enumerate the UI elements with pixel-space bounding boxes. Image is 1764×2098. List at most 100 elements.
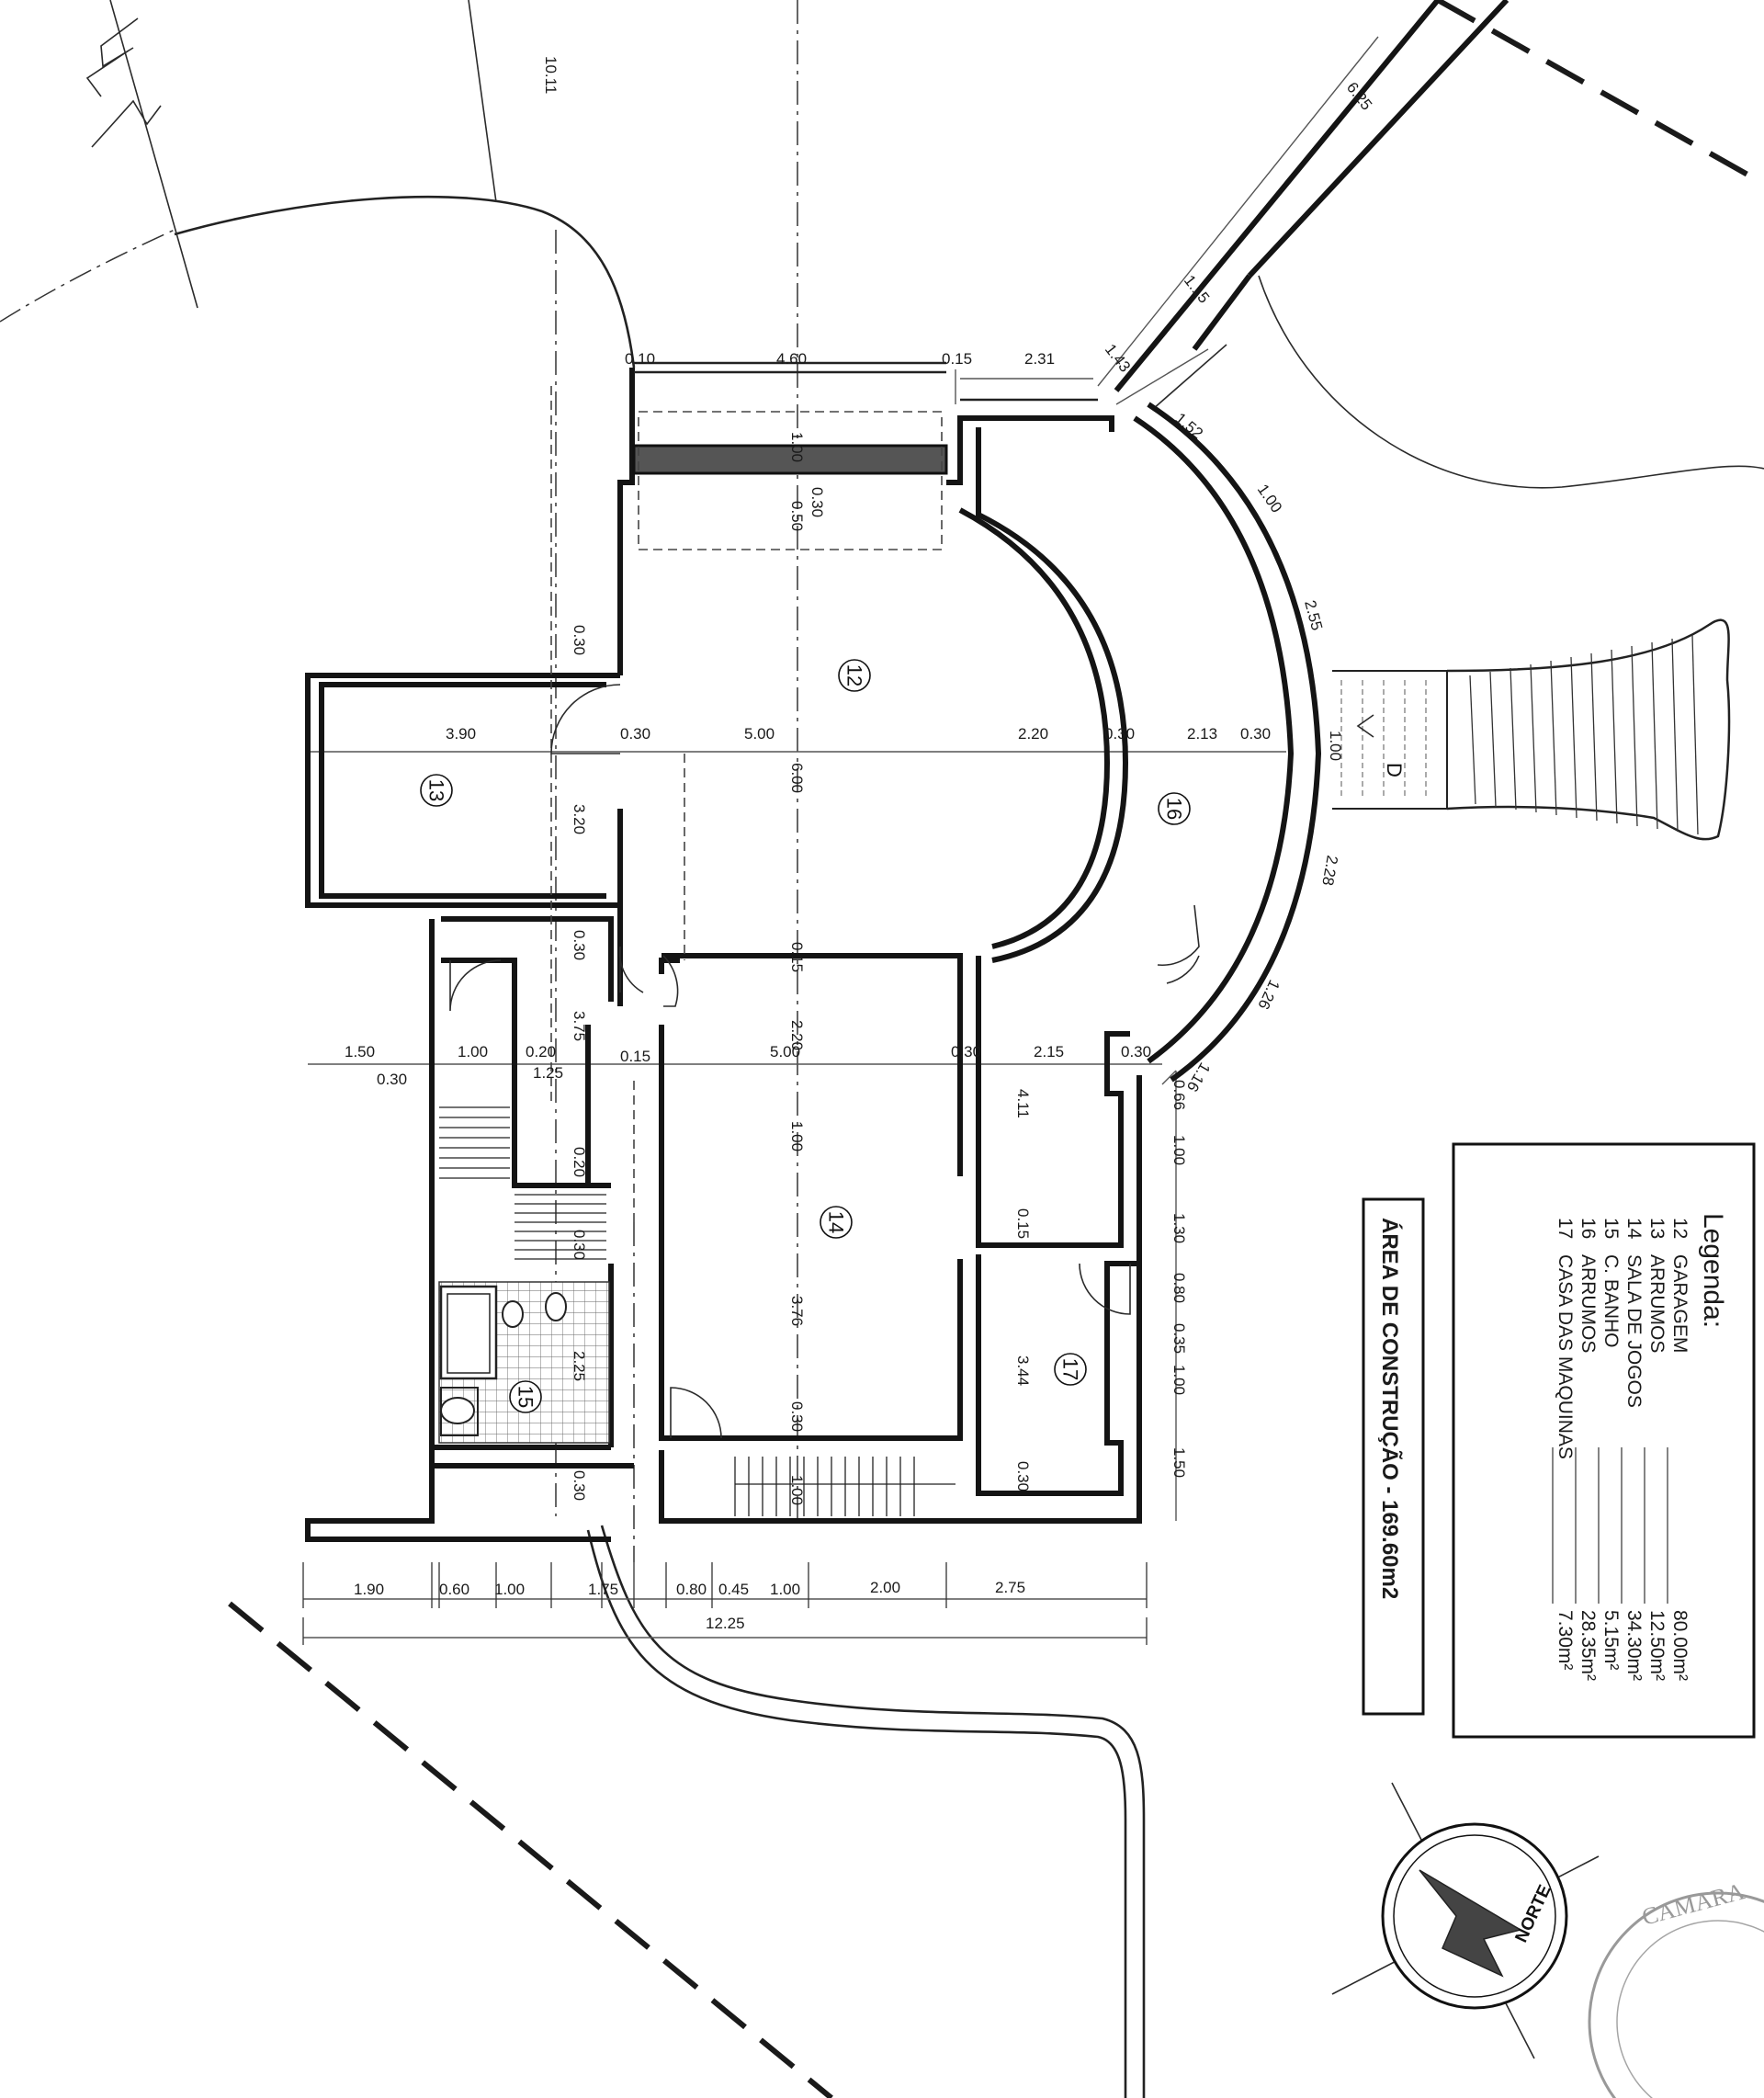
dim-left-0: 0.30 xyxy=(571,625,588,655)
dim-mid-5: 2.13 xyxy=(1187,725,1217,743)
legend-item-area: 34.30m² xyxy=(1623,1610,1645,1681)
dim-left-5: 0.20 xyxy=(571,1147,588,1177)
landing xyxy=(1332,670,1448,810)
dim-mid-2: 5.00 xyxy=(744,725,775,743)
dim-low-6: 0.30 xyxy=(951,1043,981,1060)
dim-left-2: 0.30 xyxy=(571,930,588,960)
room-tag-17: 17 xyxy=(1059,1358,1082,1380)
dim-bot-7: 2.00 xyxy=(870,1579,900,1596)
dim-garage-4: 0.15 xyxy=(788,942,806,972)
dim-rc-3: 0.80 xyxy=(1170,1273,1188,1303)
dim-garage-3: 6.00 xyxy=(788,763,806,793)
dim-bot-1: 0.60 xyxy=(439,1581,469,1598)
section-marker: D xyxy=(1356,714,1406,777)
access-ramp xyxy=(1097,0,1510,410)
dim-low-1: 0.30 xyxy=(377,1071,407,1088)
legend-title: Legenda: xyxy=(1698,1213,1728,1328)
dim-low-7: 2.15 xyxy=(1034,1043,1064,1060)
fan-step xyxy=(1469,675,1476,805)
fan-step xyxy=(1570,656,1577,819)
bathroom-tiles xyxy=(438,1281,610,1444)
fan-step xyxy=(1550,660,1557,816)
doors xyxy=(449,684,1200,1439)
fan-step xyxy=(1510,667,1517,811)
legend-item-area: 7.30m² xyxy=(1555,1610,1576,1670)
dim-r14-3: 1.00 xyxy=(788,1475,806,1505)
room-tags: 12 13 14 15 16 17 xyxy=(420,659,1191,1413)
fan-step xyxy=(1631,645,1638,827)
garage-door xyxy=(632,361,1098,550)
dim-garage-1: 0.30 xyxy=(808,487,826,517)
room-tag-13: 13 xyxy=(425,779,448,801)
dim-arc-2: 2.55 xyxy=(1301,598,1326,632)
dim-mid-6: 0.30 xyxy=(1240,725,1271,743)
dim-mid-4: 0.30 xyxy=(1104,725,1135,743)
legend-item-number: 13 xyxy=(1646,1218,1668,1239)
dim-ramp-1: 1.43 xyxy=(1102,341,1134,376)
dim-r14-1: 3.76 xyxy=(788,1296,806,1326)
legend-item-name: CASA DAS MAQUINAS xyxy=(1555,1254,1576,1459)
legend-item-number: 17 xyxy=(1555,1218,1576,1239)
legend-item-name: SALA DE JOGOS xyxy=(1623,1254,1645,1408)
dim-rc-5: 1.00 xyxy=(1170,1365,1188,1395)
dim-low-2: 1.00 xyxy=(458,1043,488,1060)
dim-bot-0: 1.90 xyxy=(354,1581,384,1598)
dim-arc-4: 2.28 xyxy=(1318,854,1340,887)
dim-left-8: 0.30 xyxy=(571,1470,588,1501)
north-compass: NORTE xyxy=(1331,1782,1600,2059)
dim-top-0: 0.10 xyxy=(625,350,655,368)
dim-rc-4: 0.35 xyxy=(1170,1323,1188,1354)
entrance-steps xyxy=(1332,618,1731,841)
dim-garage-2: 0.50 xyxy=(788,501,806,531)
fan-step xyxy=(1489,671,1497,808)
stairs xyxy=(439,1106,956,1516)
fan-step xyxy=(1671,638,1679,833)
dim-left-6: 0.30 xyxy=(571,1230,588,1260)
fan-step xyxy=(1651,641,1658,830)
dim-low-0: 1.50 xyxy=(345,1043,375,1060)
dim-top-axis: 10.11 xyxy=(542,56,560,94)
dim-top-3: 2.31 xyxy=(1024,350,1055,368)
dim-rc-0: 0.66 xyxy=(1170,1080,1188,1110)
fan-step xyxy=(1691,634,1699,835)
dim-garage-0: 1.00 xyxy=(788,432,806,462)
dim-bot-3: 1.75 xyxy=(588,1581,618,1598)
dim-r17-2: 3.44 xyxy=(1014,1355,1032,1386)
legend-item-area: 80.00m² xyxy=(1669,1610,1690,1681)
section-marker-label: D xyxy=(1383,763,1406,777)
dim-r17-3: 0.30 xyxy=(1014,1461,1032,1491)
legend-item-area: 12.50m² xyxy=(1646,1610,1668,1681)
room-tag-12: 12 xyxy=(843,664,866,686)
dim-left-7: 2.25 xyxy=(571,1351,588,1381)
legend-item-name: ARRUMOS xyxy=(1577,1254,1599,1353)
legend-item-number: 15 xyxy=(1600,1218,1622,1239)
municipal-stamp: CAMARA xyxy=(1588,1877,1764,2098)
dim-r17-0: 4.11 xyxy=(1014,1089,1032,1118)
dim-rc-1: 1.00 xyxy=(1170,1135,1188,1165)
fan-outline xyxy=(1446,618,1731,841)
legend-item-number: 14 xyxy=(1623,1218,1645,1240)
dim-low-3: 0.20 xyxy=(526,1043,556,1060)
legend-item-number: 12 xyxy=(1669,1218,1690,1239)
dim-r14-0: 1.00 xyxy=(788,1121,806,1151)
legend-item-name: C. BANHO xyxy=(1600,1254,1622,1348)
dim-rc-2: 1.30 xyxy=(1170,1213,1188,1243)
dim-garage-5: 2.20 xyxy=(788,1020,806,1050)
dim-r17-1: 0.15 xyxy=(1014,1208,1032,1239)
dim-top-2: 0.15 xyxy=(942,350,972,368)
stamp-label: CAMARA xyxy=(1639,1877,1747,1931)
legend-item-area: 5.15m² xyxy=(1600,1610,1622,1670)
construction-area-label: ÁREA DE CONSTRUÇÃO - 169.60m2 xyxy=(1377,1218,1403,1599)
room-tag-15: 15 xyxy=(514,1386,537,1408)
legend-item-name: GARAGEM xyxy=(1669,1254,1690,1353)
legend-item-name: ARRUMOS xyxy=(1646,1254,1668,1353)
dim-rc-6: 1.50 xyxy=(1170,1447,1188,1478)
legend-item-area: 28.35m² xyxy=(1577,1610,1599,1681)
dim-mid-1: 0.30 xyxy=(620,725,650,743)
building-walls xyxy=(305,368,1322,1542)
dim-left-3: 3.75 xyxy=(571,1011,588,1041)
dim-total: 12.25 xyxy=(706,1615,745,1632)
